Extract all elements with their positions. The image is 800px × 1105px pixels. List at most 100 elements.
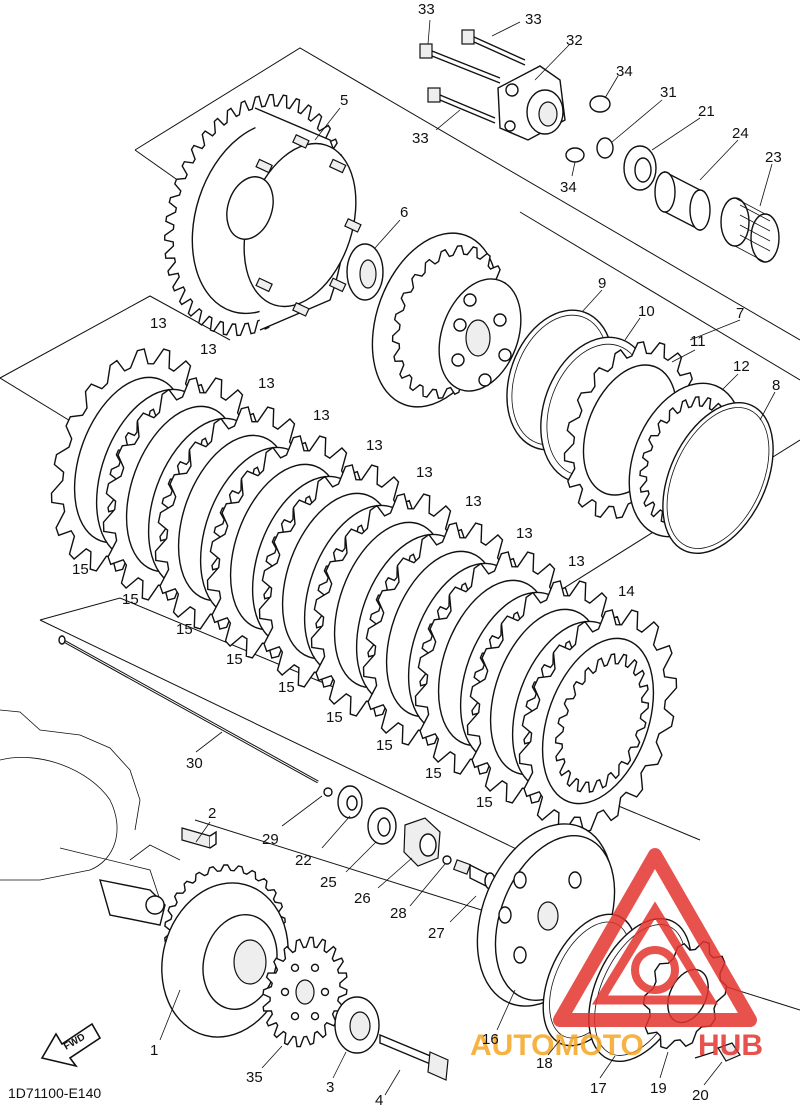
key-2 xyxy=(181,827,217,849)
callout-15: 15 xyxy=(376,737,393,754)
ball-29 xyxy=(323,787,333,797)
washer-3 xyxy=(334,996,380,1054)
callout-30: 30 xyxy=(186,755,203,772)
callout-13: 13 xyxy=(200,341,217,358)
callout-15: 15 xyxy=(326,709,343,726)
callout-labels: 33 33 32 34 33 34 31 21 24 23 5 6 9 10 7… xyxy=(72,1,782,1105)
sprocket-hole xyxy=(310,1012,320,1021)
callout-15: 15 xyxy=(425,765,442,782)
callout-26: 26 xyxy=(354,890,371,907)
release-mechanism-group xyxy=(419,29,780,263)
callout-7: 7 xyxy=(736,305,744,322)
gear-1-bore xyxy=(233,939,267,985)
clutch-boss-hub xyxy=(371,232,522,408)
sprocket-bore xyxy=(295,979,315,1005)
sprocket-hole xyxy=(310,963,320,972)
callout-10: 10 xyxy=(638,303,655,320)
primary-drive-gear-1 xyxy=(161,864,289,1038)
watermark-text-hub: HUB xyxy=(698,1029,763,1062)
callout-6: 6 xyxy=(400,204,408,221)
callout-13: 13 xyxy=(366,437,383,454)
callout-13: 13 xyxy=(416,464,433,481)
pressure-plate-hole xyxy=(498,906,512,924)
bolt-33-top xyxy=(419,43,501,84)
boss-post xyxy=(493,313,507,327)
callout-15: 15 xyxy=(226,651,243,668)
callout-13: 13 xyxy=(313,407,330,424)
plate-stack xyxy=(50,348,678,833)
callout-15: 15 xyxy=(176,621,193,638)
pressure-plate-hole xyxy=(513,946,527,964)
lock-nut-26 xyxy=(403,817,441,867)
friction-plate-14-teeth xyxy=(554,653,650,793)
callout-21: 21 xyxy=(698,103,715,120)
callout-28: 28 xyxy=(390,905,407,922)
callout-13: 13 xyxy=(465,493,482,510)
pin-34-upper xyxy=(589,95,611,113)
small-parts-row xyxy=(323,785,496,890)
sprocket-hole xyxy=(290,963,300,972)
callout-12: 12 xyxy=(733,358,750,375)
sprocket-hole xyxy=(290,1012,300,1021)
diagram-code: 1D71100-E140 xyxy=(8,1085,101,1101)
callout-29: 29 xyxy=(262,831,279,848)
pressure-plate-hole xyxy=(568,871,582,889)
callout-16: 16 xyxy=(482,1031,499,1048)
watermark-triangle-logo-icon xyxy=(553,848,757,1027)
pin-34-lower xyxy=(565,147,585,163)
callout-34: 34 xyxy=(616,63,633,80)
callout-15: 15 xyxy=(122,591,139,608)
callout-13: 13 xyxy=(150,315,167,332)
callout-9: 9 xyxy=(598,275,606,292)
callout-4: 4 xyxy=(375,1092,383,1105)
callout-27: 27 xyxy=(428,925,445,942)
washer-31 xyxy=(596,137,614,159)
callout-14: 14 xyxy=(618,583,635,600)
boss-center xyxy=(465,319,491,357)
boss-post xyxy=(453,318,467,332)
housing-slot xyxy=(255,277,273,293)
pressure-plate-center xyxy=(537,901,559,931)
callout-33: 33 xyxy=(412,130,429,147)
callout-13: 13 xyxy=(568,553,585,570)
callout-3: 3 xyxy=(326,1079,334,1096)
callout-15: 15 xyxy=(72,561,89,578)
o-ring-28 xyxy=(442,855,452,865)
needle-bearing-23 xyxy=(720,197,780,263)
sprocket-hole xyxy=(320,987,330,997)
automotohub-watermark: AUTOMOTO HUB xyxy=(470,848,763,1062)
callout-31: 31 xyxy=(660,84,677,101)
spring-washer-25 xyxy=(367,807,397,845)
push-rod-30 xyxy=(58,635,319,784)
callout-32: 32 xyxy=(566,32,583,49)
bolt-33-lower xyxy=(427,87,496,124)
callout-25: 25 xyxy=(320,874,337,891)
callout-34: 34 xyxy=(560,179,577,196)
sprocket-35 xyxy=(262,936,348,1048)
leader-lines xyxy=(159,19,776,1096)
callout-19: 19 xyxy=(650,1080,667,1097)
callout-13: 13 xyxy=(258,375,275,392)
sprocket-hole xyxy=(280,987,290,997)
housing-slot xyxy=(292,134,310,149)
callout-15: 15 xyxy=(278,679,295,696)
forward-arrow-icon: FWD xyxy=(40,1022,102,1068)
pressure-plate-hole xyxy=(513,871,527,889)
callout-15: 15 xyxy=(476,794,493,811)
housing-slot xyxy=(255,158,273,174)
boss-post xyxy=(463,293,477,307)
callout-1: 1 xyxy=(150,1042,158,1059)
callout-20: 20 xyxy=(692,1087,709,1104)
housing-slot xyxy=(328,158,347,174)
sleeve-24 xyxy=(654,170,711,232)
housing-slot xyxy=(328,277,347,293)
crankcase-and-mainshaft xyxy=(0,709,181,926)
bolt-33-mid xyxy=(461,29,526,66)
callout-18: 18 xyxy=(536,1055,553,1072)
callout-2: 2 xyxy=(208,805,216,822)
oil-seal-21 xyxy=(623,145,657,191)
housing-slot xyxy=(344,218,362,233)
clutch-housing-5 xyxy=(163,93,362,337)
washer-22 xyxy=(337,785,363,819)
callout-13: 13 xyxy=(516,525,533,542)
